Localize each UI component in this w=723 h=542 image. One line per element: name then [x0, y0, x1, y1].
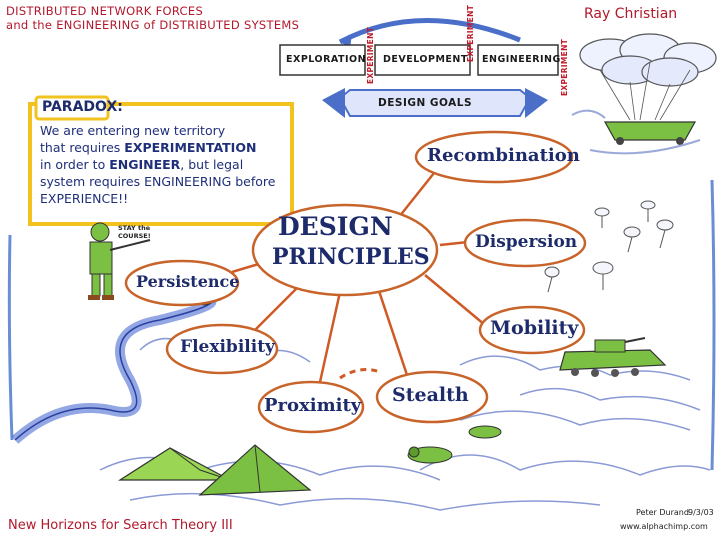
node-mobility: Mobility [490, 317, 579, 339]
mobility-ellipse [478, 305, 586, 355]
soldier-quote-line-1: STAY the [118, 224, 151, 232]
footer-date: 9/3/03 [688, 508, 714, 517]
stage-engineering: ENGINEERING [482, 54, 561, 65]
paratroopers-illustration [544, 200, 674, 293]
author-name: Ray Christian [584, 6, 678, 22]
paradox-title-tag [34, 95, 110, 121]
flexibility-ellipse [165, 323, 279, 375]
experiment-label-3: EXPERIMENT [560, 38, 569, 96]
left-border-stroke [7, 234, 14, 441]
parachute-drop-illustration [571, 33, 717, 155]
paradox-line-5: EXPERIENCE!! [40, 191, 129, 206]
soldier-illustration [88, 222, 151, 300]
node-dispersion: Dispersion [475, 232, 578, 252]
soldier-quote-line-2: COURSE! [118, 232, 151, 240]
paradox-line-3: in order to ENGINEER, but legal [40, 157, 244, 172]
node-recombination: Recombination [427, 145, 580, 166]
center-title-line-2: PRINCIPLES [272, 244, 430, 270]
paradox-box [28, 102, 294, 226]
stage-box-engineering [477, 44, 559, 76]
dispersion-ellipse [463, 218, 587, 268]
paradox-line-4: system requires ENGINEERING before [40, 174, 276, 189]
node-stealth: Stealth [392, 384, 469, 406]
tents-illustration [117, 444, 312, 496]
proximity-ellipse [257, 380, 365, 434]
footer-url: www.alphachimp.com [620, 522, 708, 531]
experiment-label-1: EXPERIMENT [366, 26, 375, 84]
persistence-ellipse [124, 259, 240, 307]
footer-signature: Peter Durand [636, 508, 689, 517]
river-outline [14, 299, 213, 441]
stage-box-exploration [279, 44, 366, 76]
paradox-title: PARADOX: [42, 99, 123, 115]
header-line-2: and the ENGINEERING of DISTRIBUTED SYSTE… [6, 18, 300, 32]
stealth-ellipse [375, 370, 489, 424]
center-ellipse [251, 203, 439, 297]
right-border-stroke [710, 179, 716, 471]
recombination-ellipse [414, 130, 574, 184]
principle-ellipses [124, 130, 587, 434]
stage-exploration: EXPLORATION [286, 54, 367, 65]
principle-connectors [231, 167, 486, 383]
tank-illustration [559, 337, 667, 377]
paradox-line-1: We are entering new territory [40, 123, 226, 138]
node-persistence: Persistence [136, 272, 240, 291]
header-line-1: DISTRIBUTED NETWORK FORCES [6, 4, 204, 18]
crawling-soldiers-illustration [407, 425, 502, 464]
footer-title: New Horizons for Search Theory III [8, 518, 233, 533]
experiment-label-2: EXPERIMENT [466, 4, 475, 62]
node-flexibility: Flexibility [180, 337, 275, 357]
paradox-line-2: that requires EXPERIMENTATION [40, 140, 257, 155]
center-title-line-1: DESIGN [278, 212, 393, 241]
design-goals-label: DESIGN GOALS [378, 97, 473, 109]
node-proximity: Proximity [264, 395, 362, 416]
stage-box-development [374, 44, 471, 76]
stage-development: DEVELOPMENT [383, 54, 468, 65]
proximity-stealth-link [339, 368, 381, 380]
